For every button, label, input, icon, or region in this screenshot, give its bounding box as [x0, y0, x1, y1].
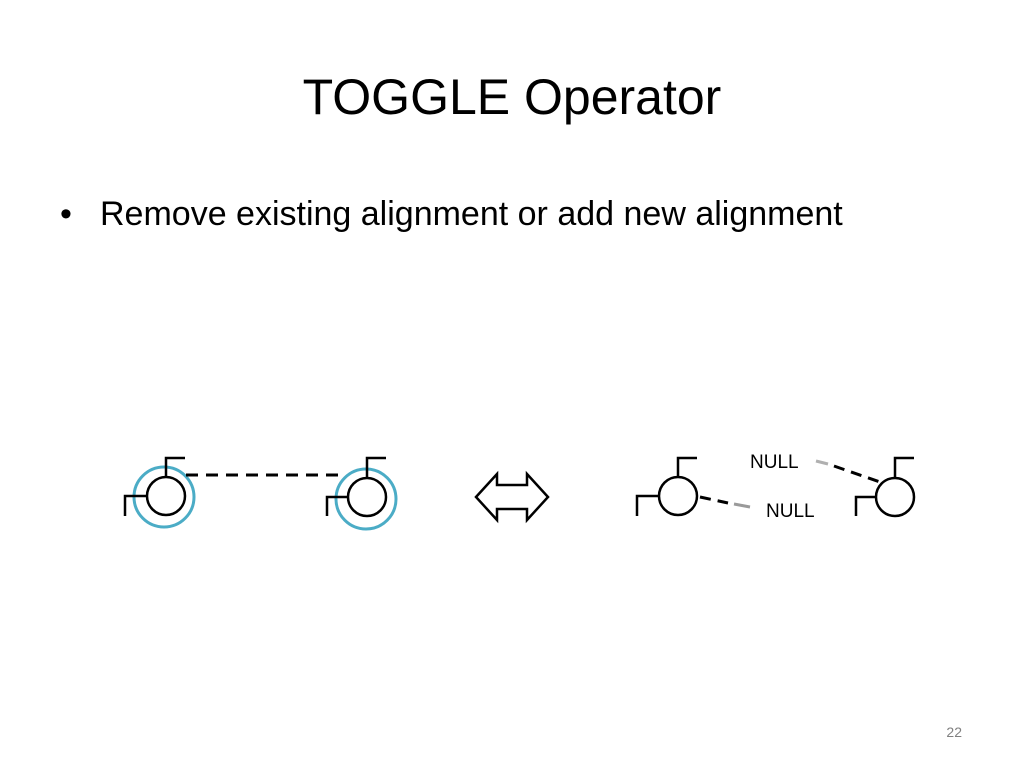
node-top-bracket — [164, 456, 185, 477]
bullet-list: • Remove existing alignment or add new a… — [60, 188, 880, 240]
node-circle — [657, 475, 699, 517]
node-left-bracket — [635, 494, 659, 516]
node-circle — [145, 475, 187, 517]
null-label-top: NULL — [750, 452, 799, 473]
null-link-top — [833, 464, 881, 484]
slide-title: TOGGLE Operator — [302, 69, 722, 125]
right-node-a — [635, 456, 699, 517]
node-left-bracket — [325, 495, 348, 516]
node-top-bracket — [893, 456, 914, 478]
node-circle — [874, 476, 916, 518]
null-link-bottom — [699, 495, 729, 505]
left-node-a — [123, 456, 196, 529]
right-node-b — [854, 456, 916, 518]
unaligned-pair: NULL NULL — [635, 452, 916, 522]
page-number: 22 — [946, 724, 962, 740]
bullet-marker: • — [60, 195, 72, 233]
left-node-b — [325, 456, 398, 531]
bullet-item: • Remove existing alignment or add new a… — [60, 188, 880, 240]
node-left-bracket — [123, 494, 147, 516]
node-left-bracket — [854, 495, 876, 516]
null-link-bottom-fade — [733, 502, 751, 509]
aligned-pair — [123, 456, 398, 531]
null-link-top-fade — [815, 459, 829, 466]
bullet-text: Remove existing alignment or add new ali… — [100, 195, 843, 233]
node-circle — [346, 476, 388, 518]
null-label-bottom: NULL — [766, 501, 815, 522]
node-top-bracket — [365, 456, 386, 478]
double-arrow-icon — [474, 470, 550, 524]
node-top-bracket — [676, 456, 697, 477]
